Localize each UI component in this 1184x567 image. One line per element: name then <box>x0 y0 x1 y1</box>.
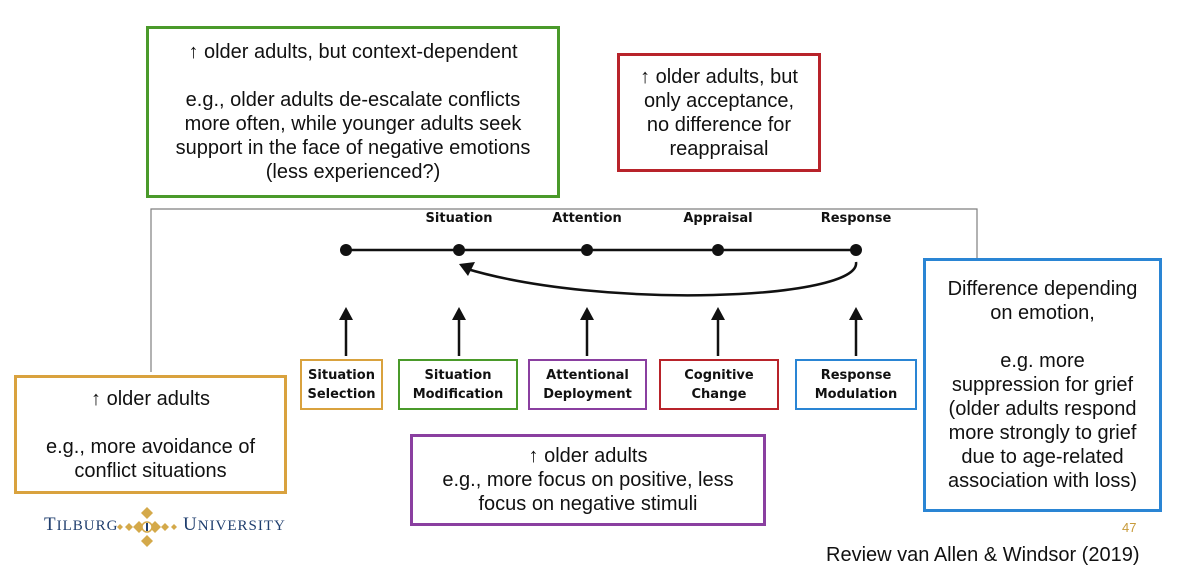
callout-line: due to age-related <box>961 446 1124 468</box>
timeline-dot-appraisal <box>712 244 724 256</box>
stage-line: Cognitive <box>684 367 754 383</box>
timeline-dot-response <box>850 244 862 256</box>
callout-line: (older adults respond <box>948 398 1137 420</box>
callout-line: e.g., more avoidance of <box>45 435 255 458</box>
callout-line: association with loss) <box>948 470 1137 492</box>
callout-attentional-deployment: ↑ older adults e.g., more focus on posit… <box>410 434 766 526</box>
stage-situation-modification: Situation Modification <box>398 359 518 410</box>
tilburg-logo-emblem <box>117 507 177 547</box>
callout-line: suppression for grief <box>951 374 1134 396</box>
stage-situation-selection: Situation Selection <box>300 359 383 410</box>
stage-cognitive-change: Cognitive Change <box>659 359 779 410</box>
callout-line: ↑ older adults, but context-dependent <box>188 41 518 63</box>
timeline-label-response: Response <box>820 211 892 226</box>
stage-line: Modulation <box>814 386 898 402</box>
stage-line: Modification <box>412 386 504 402</box>
timeline-label-attention: Attention <box>552 211 622 226</box>
callout-line: ↑ older adults, but <box>640 65 798 88</box>
stage-line: Situation <box>424 367 492 383</box>
callout-line: e.g. more <box>1000 350 1085 372</box>
callout-line: on emotion, <box>990 302 1095 324</box>
feedback-arrowhead <box>459 262 475 276</box>
stage-attentional-deployment: Attentional Deployment <box>528 359 647 410</box>
citation: Review van Allen & Windsor (2019) <box>826 544 1140 566</box>
stage-line: Change <box>691 386 747 402</box>
logo-word-university: UNIVERSITY <box>183 514 286 536</box>
callout-line: reappraisal <box>669 137 769 160</box>
callout-line: Difference depending <box>947 278 1138 300</box>
stage-line: Situation <box>308 367 375 383</box>
logo-initial: U <box>183 514 198 535</box>
frame-line <box>150 208 978 372</box>
callout-cognitive-change: ↑ older adults, but only acceptance, no … <box>617 53 821 172</box>
timeline-label-appraisal: Appraisal <box>683 211 753 226</box>
logo-word-tilburg: TILBURG <box>44 514 118 536</box>
callout-line: more strongly to grief <box>948 422 1137 444</box>
callout-response-modulation: Difference depending on emotion, e.g. mo… <box>923 258 1162 512</box>
logo-rest: NIVERSITY <box>197 518 286 534</box>
timeline-dot-attention <box>581 244 593 256</box>
logo-rest: ILBURG <box>56 518 119 534</box>
callout-line: only acceptance, <box>643 89 795 112</box>
callout-line: support in the face of negative emotions <box>175 137 531 159</box>
callout-line: more often, while younger adults seek <box>184 113 522 135</box>
callout-line: no difference for <box>646 113 792 136</box>
stage-line: Deployment <box>543 386 632 402</box>
callout-line: ↑ older adults <box>528 445 648 467</box>
logo-initial: T <box>44 514 57 535</box>
stage-line: Response <box>820 367 892 383</box>
callout-situation-selection: ↑ older adults e.g., more avoidance of c… <box>14 375 287 494</box>
callout-line: focus on negative stimuli <box>478 493 698 515</box>
stage-line: Attentional <box>546 367 629 383</box>
stage-line: Selection <box>307 386 376 402</box>
timeline-dot <box>340 244 352 256</box>
callout-line: (less experienced?) <box>265 161 441 183</box>
callout-line: conflict situations <box>74 459 227 482</box>
callout-situation-modification: ↑ older adults, but context-dependent e.… <box>146 26 560 198</box>
callout-line: ↑ older adults <box>91 387 210 410</box>
timeline-dot-situation <box>453 244 465 256</box>
feedback-arrow <box>463 261 858 297</box>
stage-response-modulation: Response Modulation <box>795 359 917 410</box>
stage-arrowheads <box>339 307 863 320</box>
timeline-label-situation: Situation <box>425 211 493 226</box>
stage-arrows <box>344 318 858 356</box>
callout-line: e.g., older adults de-escalate conflicts <box>185 89 521 111</box>
page-number: 47 <box>1122 520 1137 535</box>
callout-line: e.g., more focus on positive, less <box>442 469 734 491</box>
